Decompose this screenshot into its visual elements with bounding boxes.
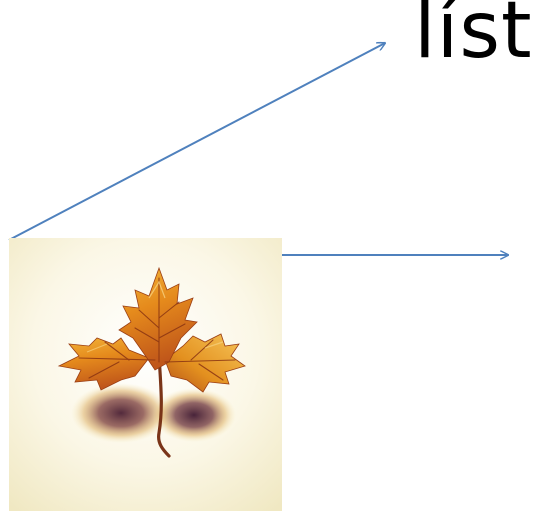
leaf-icon [9, 238, 282, 511]
leaf-picture [9, 238, 282, 511]
arrow-to-word [8, 43, 385, 241]
word-label: líst [414, 0, 533, 76]
